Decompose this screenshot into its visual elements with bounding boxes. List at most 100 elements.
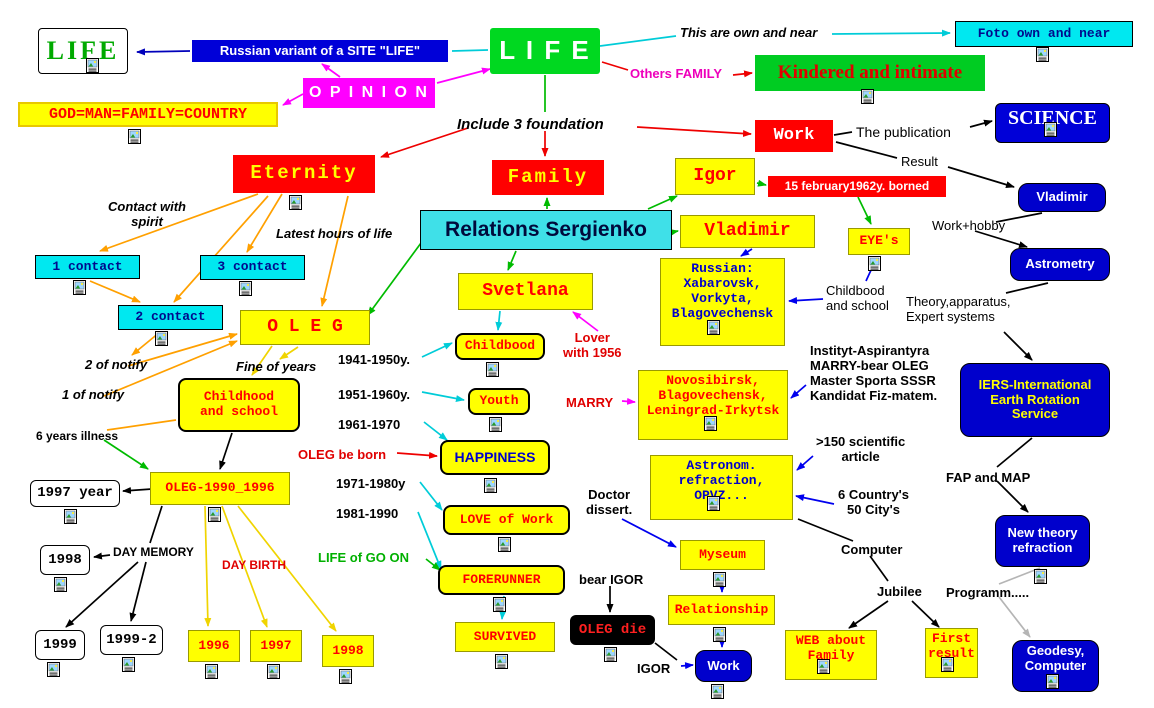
node-novosibirsk[interactable]: Novosibirsk, Blagovechensk, Leningrad-Ir… (638, 370, 788, 440)
image-icon[interactable] (122, 657, 135, 672)
node-svetlana[interactable]: Svetlana (458, 273, 593, 310)
label-marry: MARRY (566, 395, 614, 410)
node-work-top[interactable]: Work (755, 120, 833, 152)
node-astronom[interactable]: Astronom. refraction, OPVZ... (650, 455, 793, 520)
node-year-1996y[interactable]: 1996 (188, 630, 240, 662)
image-icon[interactable] (711, 684, 724, 699)
label-y1961: 1961-1970 (338, 417, 401, 432)
node-russian-variant[interactable]: Russian variant of a SITE "LIFE" (192, 40, 448, 62)
node-happiness[interactable]: HAPPINESS (440, 440, 550, 475)
image-icon[interactable] (86, 58, 99, 73)
image-icon[interactable] (704, 416, 717, 431)
node-oleg[interactable]: O L E G (240, 310, 370, 345)
image-icon[interactable] (73, 280, 86, 295)
image-icon[interactable] (239, 281, 252, 296)
edge (680, 662, 694, 670)
node-opinion[interactable]: O P I N I O N (303, 78, 435, 108)
image-icon[interactable] (493, 597, 506, 612)
node-vladimir-blue[interactable]: Vladimir (1018, 183, 1106, 212)
edge (911, 600, 940, 628)
node-new-theory[interactable]: New theory refraction (995, 515, 1090, 567)
node-first-result[interactable]: First result (925, 628, 978, 678)
image-icon[interactable] (604, 647, 617, 662)
image-icon[interactable] (486, 362, 499, 377)
node-iers[interactable]: IERS-International Earth Rotation Servic… (960, 363, 1110, 437)
image-icon[interactable] (941, 657, 954, 672)
edge (848, 600, 889, 629)
node-life-left[interactable]: LIFE (38, 28, 128, 74)
image-icon[interactable] (289, 195, 302, 210)
image-icon[interactable] (54, 577, 67, 592)
node-forerunner[interactable]: FORERUNNER (438, 565, 565, 595)
node-childhood-school[interactable]: Childhood and school (178, 378, 300, 432)
node-contact1[interactable]: 1 contact (35, 255, 140, 279)
label-oleg-born: OLEG be born (298, 447, 387, 462)
edge (756, 179, 767, 187)
node-year-1997y[interactable]: 1997 (250, 630, 302, 662)
image-icon[interactable] (64, 509, 77, 524)
image-icon[interactable] (495, 654, 508, 669)
image-icon[interactable] (489, 417, 502, 432)
node-year-1999-2[interactable]: 1999-2 (100, 625, 163, 655)
image-icon[interactable] (1036, 47, 1049, 62)
image-icon[interactable] (1046, 674, 1059, 689)
node-web-family[interactable]: WEB about Family (785, 630, 877, 680)
node-youth[interactable]: Youth (468, 388, 530, 415)
edge (396, 451, 438, 459)
node-childbood[interactable]: Childbood (455, 333, 545, 360)
node-contact2[interactable]: 2 contact (118, 305, 223, 330)
image-icon[interactable] (817, 659, 830, 674)
image-icon[interactable] (713, 572, 726, 587)
node-kindered[interactable]: Kindered and intimate (755, 55, 985, 91)
edge (421, 342, 453, 358)
image-icon[interactable] (1044, 122, 1057, 137)
node-contact3[interactable]: 3 contact (200, 255, 305, 280)
image-icon[interactable] (267, 664, 280, 679)
edge (732, 70, 753, 78)
node-vladimir-yellow[interactable]: Vladimir (680, 215, 815, 248)
node-geodesy[interactable]: Geodesy, Computer (1012, 640, 1099, 692)
image-icon[interactable] (713, 627, 726, 642)
node-work-bottom[interactable]: Work (695, 650, 752, 682)
edge (797, 518, 854, 542)
label-computer: Computer (841, 542, 903, 557)
image-icon[interactable] (128, 129, 141, 144)
image-icon[interactable] (498, 537, 511, 552)
node-relations[interactable]: Relations Sergienko (420, 210, 672, 250)
image-icon[interactable] (484, 478, 497, 493)
image-icon[interactable] (205, 664, 218, 679)
image-icon[interactable] (155, 331, 168, 346)
image-icon[interactable] (707, 320, 720, 335)
edge (279, 346, 299, 360)
node-year-1997w[interactable]: 1997 year (30, 480, 120, 507)
node-astrometry[interactable]: Astrometry (1010, 248, 1110, 281)
image-icon[interactable] (868, 256, 881, 271)
node-oleg-1990[interactable]: OLEG-1990_1996 (150, 472, 290, 505)
node-survived[interactable]: SURVIVED (455, 622, 555, 652)
label-igor-t: IGOR (637, 661, 671, 676)
node-igor-node[interactable]: Igor (675, 158, 755, 195)
label-latest-hours: Latest hours of life (276, 226, 393, 241)
node-year-1999w[interactable]: 1999 (35, 630, 85, 660)
image-icon[interactable] (208, 507, 221, 522)
edge (507, 250, 517, 271)
node-oleg-die[interactable]: OLEG die (570, 615, 655, 645)
node-relationship[interactable]: Relationship (668, 595, 775, 625)
node-foto-own-near[interactable]: Foto own and near (955, 21, 1133, 47)
image-icon[interactable] (861, 89, 874, 104)
node-family[interactable]: Family (492, 160, 604, 195)
node-eyes[interactable]: EYE's (848, 228, 910, 255)
node-love-work[interactable]: LOVE of Work (443, 505, 570, 535)
image-icon[interactable] (1034, 569, 1047, 584)
node-russian-cities[interactable]: Russian: Xabarovsk, Vorkyta, Blagovechen… (660, 258, 785, 346)
node-year-1998y[interactable]: 1998 (322, 635, 374, 667)
node-year-1998w[interactable]: 1998 (40, 545, 90, 575)
node-god-man[interactable]: GOD=MAN=FAMILY=COUNTRY (18, 102, 278, 127)
node-myseum[interactable]: Myseum (680, 540, 765, 570)
image-icon[interactable] (707, 496, 720, 511)
node-eternity[interactable]: Eternity (233, 155, 375, 193)
node-born-1962[interactable]: 15 february1962y. borned (768, 176, 946, 197)
node-life-main[interactable]: L I F E (490, 28, 600, 74)
image-icon[interactable] (47, 662, 60, 677)
image-icon[interactable] (339, 669, 352, 684)
